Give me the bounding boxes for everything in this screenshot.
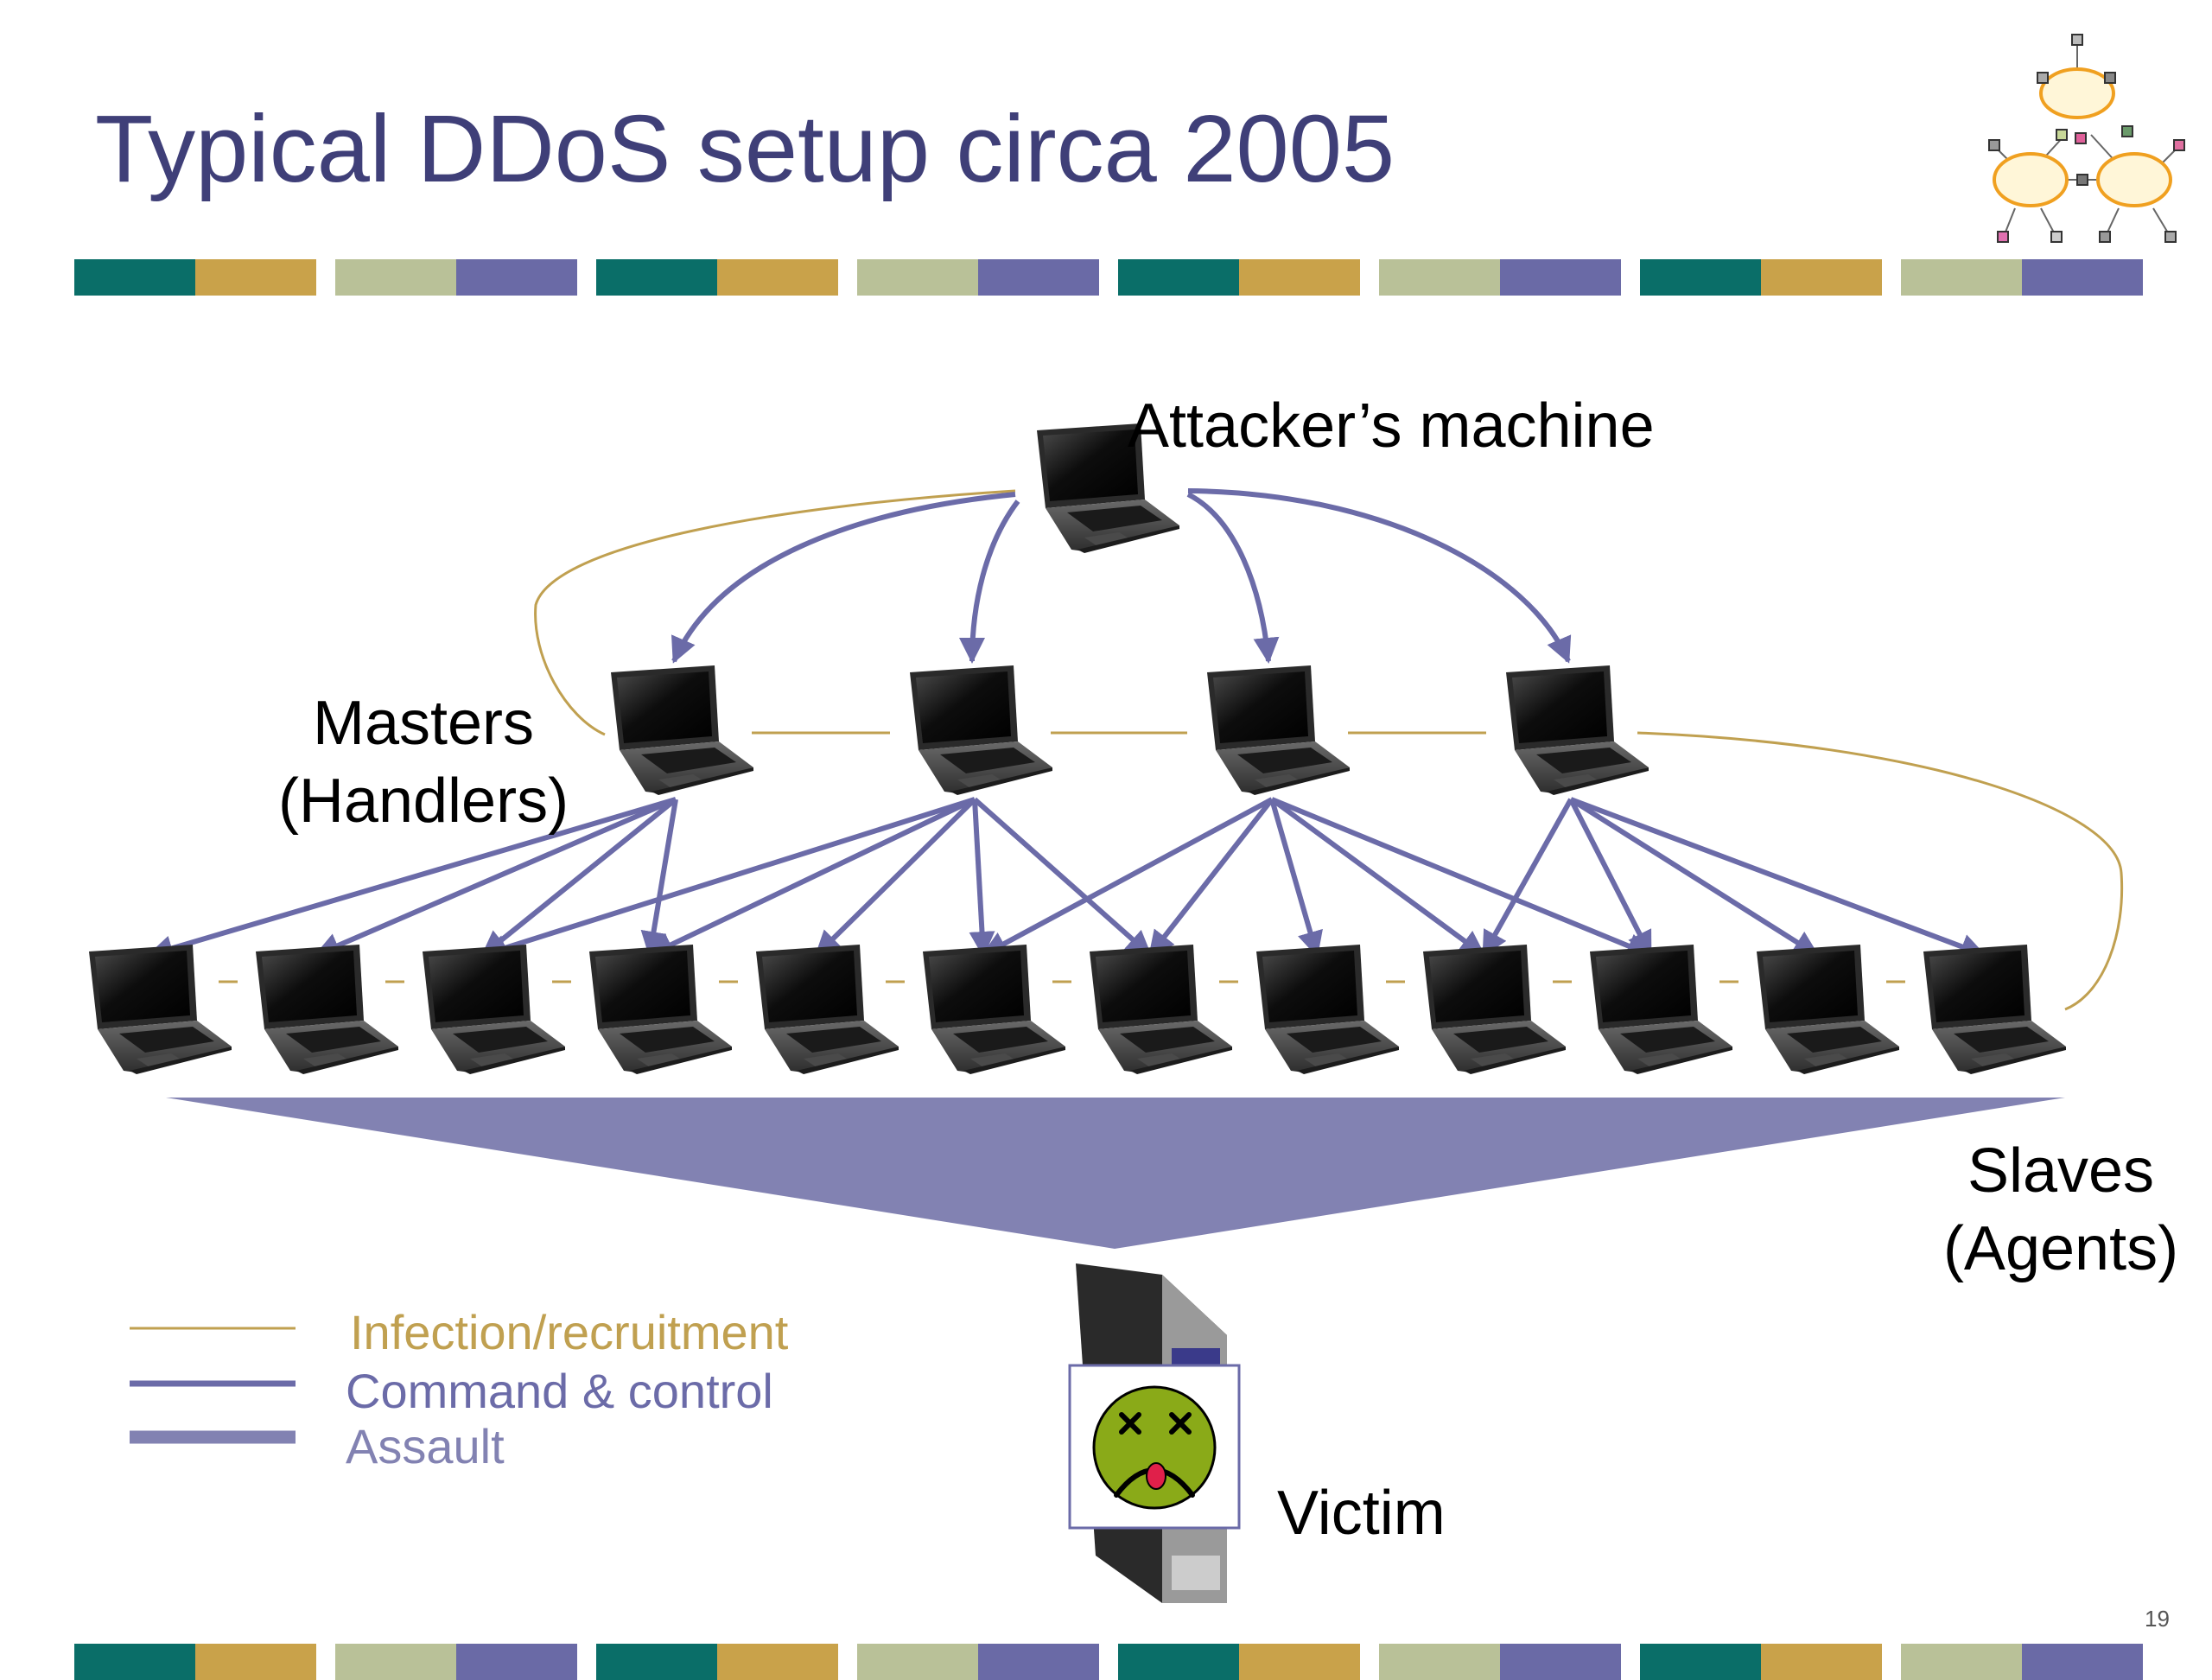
slave-laptop-icon: [1757, 945, 1899, 1074]
masters-label: Masters (Handlers): [264, 684, 583, 840]
command-arrow: [959, 500, 1020, 664]
command-arrow: [1569, 797, 1986, 959]
stripe-segment: [978, 259, 1099, 296]
command-arrow: [1270, 797, 1486, 958]
slide-title: Typical DDoS setup circa 2005: [95, 96, 1395, 202]
legend-assault-label: Assault: [346, 1419, 505, 1473]
slave-laptop-icon: [756, 945, 899, 1074]
attacker-machine-label: Attacker’s machine: [1128, 391, 1655, 461]
command-control-arrows: [147, 488, 1986, 961]
slave-laptop-icon: [423, 945, 565, 1074]
slaves-label: Slaves (Agents): [1923, 1132, 2199, 1288]
stripe-segment: [717, 259, 838, 296]
decorative-stripe-top: [74, 259, 2143, 296]
slave-laptop-icon: [923, 945, 1065, 1074]
stripe-segment: [74, 259, 195, 296]
command-arrow: [814, 797, 977, 958]
stripe-segment: [1379, 259, 1500, 296]
stripe-segment: [1761, 259, 1882, 296]
command-arrow: [480, 797, 677, 958]
legend-swatches: [130, 1327, 296, 1444]
command-arrow: [640, 799, 678, 958]
slave-laptop-icon: [1090, 945, 1232, 1074]
command-arrow: [1568, 798, 1653, 958]
stripe-segment: [335, 259, 456, 296]
command-arrow: [981, 797, 1274, 958]
slave-laptop-icon: [1423, 945, 1566, 1074]
assault-wedge: [166, 1098, 2065, 1249]
masters-label-line1: Masters: [312, 689, 535, 758]
slave-laptop-icon: [1590, 945, 1732, 1074]
slave-laptop-icon: [89, 945, 232, 1074]
stripe-segment: [1500, 259, 1621, 296]
command-arrow: [973, 797, 1153, 958]
stripe-segment: [456, 259, 577, 296]
command-arrow: [480, 797, 976, 961]
master-laptop-icon: [910, 665, 1052, 795]
command-arrow: [1187, 488, 1572, 664]
slave-laptop-icon: [589, 945, 732, 1074]
slaves-label-line2: (Agents): [1942, 1214, 2179, 1283]
stripe-segment: [857, 259, 978, 296]
master-laptop-icon: [1506, 665, 1649, 795]
slaves-label-line1: Slaves: [1967, 1136, 2155, 1206]
command-arrow: [1481, 798, 1573, 958]
master-laptop-icon: [611, 665, 753, 795]
stripe-segment: [1118, 259, 1239, 296]
masters-label-line2: (Handlers): [277, 767, 569, 836]
slave-laptop-icon: [1256, 945, 1399, 1074]
master-laptop-icon: [1207, 665, 1350, 795]
infection-lines: [219, 489, 2124, 1011]
stripe-segment: [1901, 259, 2022, 296]
dead-face-icon: [1068, 1364, 1241, 1530]
command-arrow: [1269, 799, 1323, 958]
legend-infection-label: Infection/recruitment: [350, 1305, 789, 1359]
stripe-segment: [1640, 259, 1761, 296]
command-arrow: [1270, 797, 1653, 958]
slave-laptop-icon: [1923, 945, 2066, 1074]
command-arrow: [969, 799, 995, 958]
command-arrow: [147, 797, 677, 961]
stripe-segment: [1239, 259, 1360, 296]
command-arrow: [1186, 492, 1280, 664]
stripe-segment: [195, 259, 316, 296]
command-arrow: [647, 797, 976, 958]
page-number: 19: [2145, 1606, 2170, 1632]
command-arrow: [1569, 797, 1820, 958]
command-arrow: [671, 492, 1016, 664]
victim-label: Victim: [1277, 1479, 1446, 1548]
legend-command-label: Command & control: [346, 1364, 773, 1418]
network-logo: [1988, 34, 2185, 243]
command-arrow: [314, 797, 677, 958]
stripe-segment: [2022, 259, 2143, 296]
slave-laptop-icon: [256, 945, 398, 1074]
stripe-segment: [596, 259, 717, 296]
command-arrow: [1147, 798, 1274, 958]
